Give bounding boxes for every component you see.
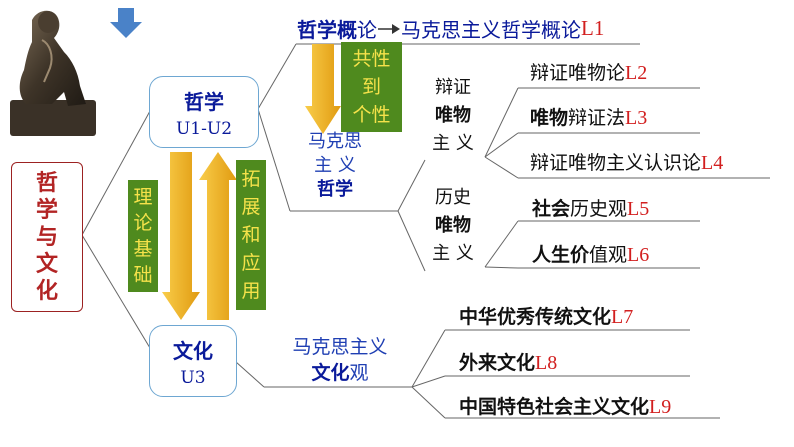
expand-apply-char: 展: [241, 196, 261, 218]
dialectical-line1: 辩证: [435, 77, 471, 98]
root-char: 化: [35, 278, 58, 304]
lesson-number: L2: [625, 62, 648, 84]
dialectical-line3: 主 义: [432, 133, 474, 154]
lesson-number: L3: [625, 107, 648, 129]
culture-node: 文化 U3: [149, 325, 237, 397]
top-line-bold: 哲学概: [297, 18, 357, 42]
theory-basis-label: 理 论 基 础: [128, 180, 158, 292]
leaf-normal: 辩证唯物主义认识论: [530, 152, 702, 174]
marxist-culture-normal: 观: [349, 362, 369, 384]
philosophy-title: 哲学: [184, 89, 224, 114]
lesson-number: L6: [627, 244, 650, 266]
lesson-number: L7: [611, 306, 634, 328]
commonality-label: 共性 到 个性: [341, 42, 402, 132]
culture-title: 文化: [173, 338, 213, 363]
leaf-item: 中国特色社会主义文化L9: [459, 397, 671, 417]
theory-basis-char: 础: [133, 264, 153, 286]
top-line-normal: 论: [357, 18, 377, 42]
root-char: 文: [35, 251, 58, 277]
root-char: 学: [35, 197, 58, 223]
leaf-bold: 中国特色社会主义文化: [459, 396, 650, 418]
leaf-bold: 外来文化: [459, 352, 536, 374]
commonality-text: 到: [361, 76, 381, 98]
historical-line2: 唯物: [435, 215, 471, 236]
lesson-number: L5: [627, 198, 650, 220]
leaf-item: 辩证唯物论L2: [530, 63, 647, 83]
marxist-philosophy-line3: 哲学: [317, 179, 353, 200]
leaf-normal: 历史观: [570, 198, 628, 220]
culture-units: U3: [180, 367, 206, 388]
up-arrow-apply: [199, 152, 237, 320]
historical-line1: 历史: [435, 187, 471, 208]
leaf-item: 中华优秀传统文化L7: [459, 307, 633, 327]
marxist-philosophy-line1: 马克思: [308, 131, 362, 152]
down-arrow-commonality: [305, 44, 341, 134]
down-arrow-theory: [162, 152, 200, 320]
top-line-target: 马克思主义哲学概论: [401, 18, 581, 42]
leaf-item: 外来文化L8: [459, 353, 557, 373]
leaf-item: 唯物辩证法L3: [530, 108, 647, 128]
leaf-item: 人生价值观L6: [532, 245, 649, 265]
down-arrow-icon: [110, 8, 142, 38]
expand-apply-char: 拓: [241, 168, 261, 190]
leaf-bold: 中华优秀传统文化: [459, 306, 612, 328]
theory-basis-char: 基: [133, 238, 153, 260]
marxist-philosophy-node: 马克思 主 义 哲学: [294, 130, 376, 202]
lesson-number: L1: [581, 16, 605, 40]
marxist-culture-node: 马克思主义 文化观: [270, 334, 410, 386]
leaf-bold: 人生价: [532, 244, 590, 266]
leaf-normal: 辩证法: [568, 107, 626, 129]
expand-apply-char: 用: [241, 280, 261, 302]
leaf-normal: 辩证唯物论: [530, 62, 626, 84]
theory-basis-char: 论: [133, 212, 153, 234]
historical-materialism-node: 历史 唯物 主 义: [424, 184, 482, 268]
philosophy-units: U1-U2: [175, 118, 233, 139]
marxist-philosophy-line2: 主 义: [314, 155, 356, 176]
lesson-number: L9: [649, 396, 672, 418]
philosophy-node: 哲学 U1-U2: [149, 76, 259, 148]
commonality-text: 个性: [352, 104, 391, 126]
leaf-bold: 社会: [532, 198, 571, 220]
expand-apply-char: 应: [241, 252, 261, 274]
leaf-normal: 值观: [589, 244, 628, 266]
right-arrow-icon: [378, 23, 400, 34]
theory-basis-char: 理: [133, 186, 153, 208]
leaf-item: 辩证唯物主义认识论L4: [530, 153, 723, 173]
expand-apply-label: 拓 展 和 应 用: [236, 160, 266, 310]
dialectical-materialism-node: 辩证 唯物 主 义: [424, 74, 482, 158]
lesson-number: L4: [701, 152, 724, 174]
leaf-item: 社会历史观L5: [532, 199, 649, 219]
root-char: 与: [35, 224, 58, 250]
root-char: 哲: [35, 170, 58, 196]
dialectical-line2: 唯物: [435, 105, 471, 126]
marxist-culture-line1: 马克思主义: [292, 336, 388, 358]
historical-line3: 主 义: [432, 243, 474, 264]
marxist-culture-bold: 文化: [311, 362, 350, 384]
commonality-text: 共性: [352, 48, 391, 70]
expand-apply-char: 和: [241, 224, 261, 246]
root-node: 哲 学 与 文 化: [11, 162, 83, 312]
thinker-statue-image: [10, 10, 96, 136]
lesson-number: L8: [535, 352, 558, 374]
leaf-bold: 唯物: [530, 107, 569, 129]
